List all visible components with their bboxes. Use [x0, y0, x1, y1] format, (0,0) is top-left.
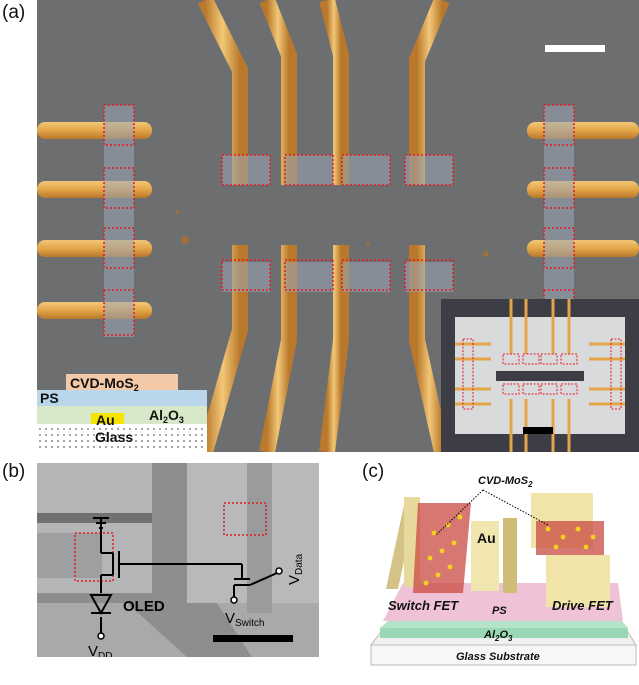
panel-a-micrograph	[37, 0, 639, 452]
glass-layer	[37, 424, 207, 452]
svg-text:VDD: VDD	[88, 643, 112, 657]
ps-layer	[37, 390, 207, 406]
oled-diode-icon	[89, 594, 113, 616]
svg-text:CVD-MoS2: CVD-MoS2	[478, 475, 533, 489]
sem-scale-bar	[213, 635, 293, 642]
drive-fet-label: Drive FET	[552, 598, 614, 613]
mos2-layer	[66, 374, 178, 390]
svg-text:VSwitch: VSwitch	[225, 610, 264, 629]
ps-text: PS	[40, 390, 59, 406]
mos2-text: CVD-MoS	[70, 375, 134, 391]
vswitch-text: V	[225, 610, 235, 627]
ps-label: PS	[492, 605, 507, 617]
oled-text: OLED	[123, 598, 165, 615]
mos2-lattice	[413, 503, 604, 593]
surface-debris	[175, 210, 489, 257]
svg-text:CVD-MoS2: CVD-MoS2	[70, 375, 139, 393]
panel-b-sem-image: OLED VDD VSwitch VData	[37, 463, 319, 657]
vdata-terminal-icon	[275, 567, 283, 575]
circuit-diagram	[93, 517, 278, 633]
au-text: Au	[96, 412, 115, 428]
switch-fet-label: Switch FET	[388, 598, 459, 613]
vdd-text: V	[88, 643, 98, 657]
channel-highlight-boxes	[103, 104, 575, 336]
inset-scale-bar	[523, 427, 553, 434]
mos2-patches	[104, 105, 574, 337]
svg-text:Al2O3: Al2O3	[483, 629, 513, 643]
panel-b-label: (b)	[2, 461, 26, 482]
vdata-text: V	[286, 575, 303, 585]
panel-a-layer-stack: CVD-MoS2 PS Au Al2O3 Glass	[37, 374, 207, 452]
au-label: Au	[477, 530, 496, 546]
panel-c-label: (c)	[362, 461, 385, 482]
cvd-mos2-label: CVD-MoS	[478, 475, 529, 487]
upper-electrodes	[197, 0, 450, 185]
glass-text: Glass	[95, 429, 133, 445]
panel-a-inset-overview	[441, 299, 639, 452]
scale-bar	[545, 45, 605, 52]
svg-text:Al2O3: Al2O3	[149, 407, 184, 425]
al2o3-label: Al	[483, 629, 496, 641]
panel-a-label: (a)	[2, 2, 26, 23]
vdd-terminal-icon	[97, 632, 105, 640]
au-layer	[91, 413, 124, 424]
glass-substrate-label: Glass Substrate	[456, 651, 540, 663]
svg-text:VData: VData	[286, 553, 305, 585]
vswitch-terminal-icon	[230, 596, 238, 604]
panel-c-device-schematic: CVD-MoS2 Au Switch FET PS Drive FET Al2O…	[370, 475, 637, 666]
